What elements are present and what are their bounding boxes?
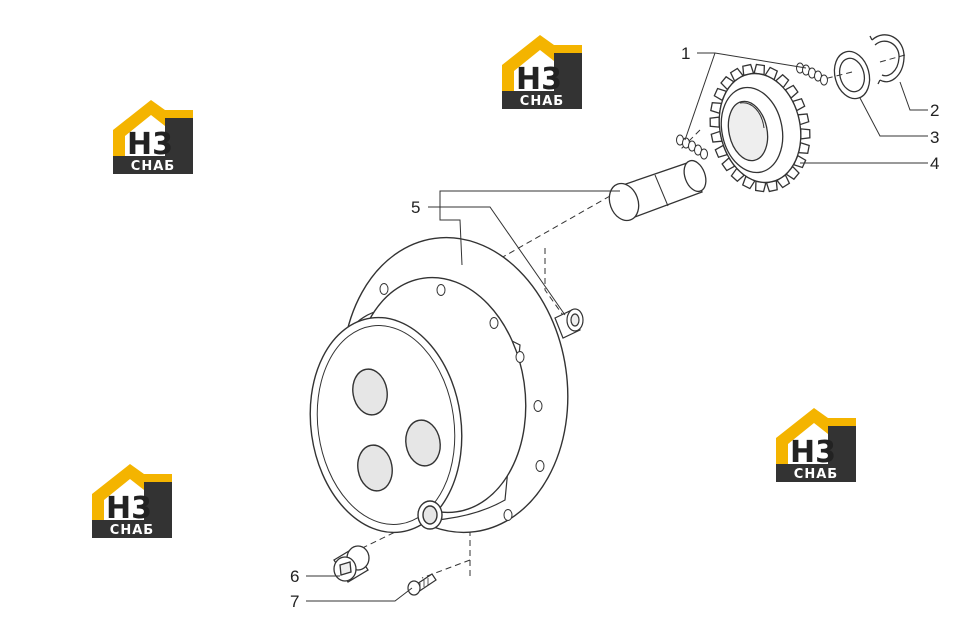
- planet-pin-icon: [608, 159, 707, 222]
- logo-letters: H3: [127, 127, 173, 162]
- callout-3: 3: [930, 128, 939, 147]
- logo-word: СНАБ: [794, 467, 838, 482]
- callout-6: 6: [290, 567, 299, 586]
- callout-1: 1: [681, 44, 690, 63]
- planet-gear-icon: [709, 63, 811, 193]
- screw-icon: [407, 573, 437, 596]
- gear-tooth: [800, 128, 811, 140]
- callout-7: 7: [290, 592, 299, 611]
- gear-tooth: [709, 116, 720, 128]
- small-pin-icon: [554, 308, 584, 339]
- logo-word: СНАБ: [520, 94, 564, 109]
- planet-carrier-hub-icon: [309, 236, 569, 534]
- thrust-washer-icon: [833, 50, 871, 100]
- watermark-logo-3: H3 СНАБ: [776, 408, 856, 482]
- logo-letters: H3: [790, 435, 836, 470]
- callout-5: 5: [411, 198, 420, 217]
- logo-letters: H3: [106, 491, 152, 526]
- needle-bearing-icon: [676, 62, 828, 160]
- plug-icon: [333, 545, 370, 583]
- watermark-logo-1: H3 СНАБ: [502, 35, 582, 109]
- leader-lines: [306, 52, 928, 602]
- watermark-logo-4: H3 СНАБ: [92, 464, 172, 538]
- watermark-logo-2: H3 СНАБ: [113, 100, 193, 174]
- logo-word: СНАБ: [131, 159, 175, 174]
- callout-labels: 1 2 3 4 5 6 7: [290, 44, 939, 611]
- callout-2: 2: [930, 101, 939, 120]
- logo-letters: H3: [516, 62, 562, 97]
- logo-word: СНАБ: [110, 523, 154, 538]
- callout-4: 4: [930, 154, 939, 173]
- snap-ring-icon: [869, 34, 905, 85]
